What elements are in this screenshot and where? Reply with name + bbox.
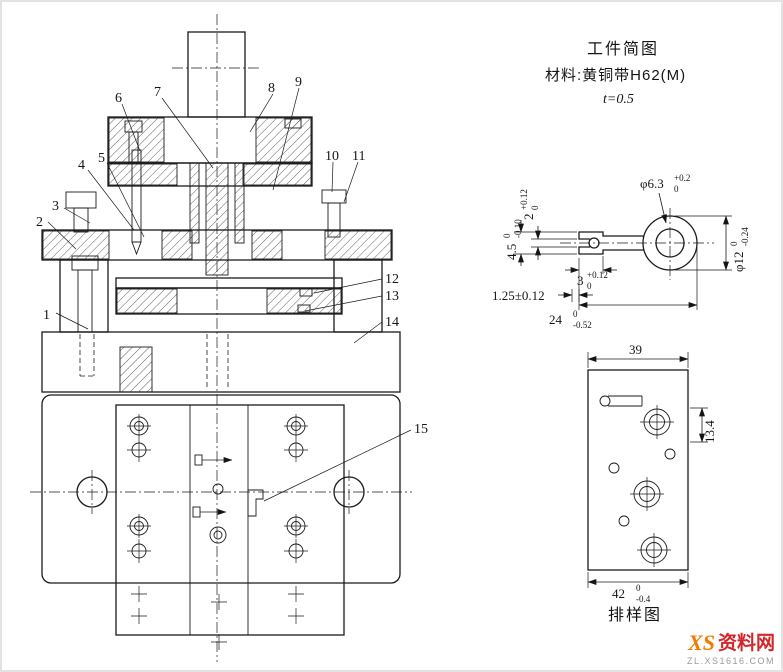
strip-channel-details [131,454,304,650]
svg-text:-0.24: -0.24 [740,227,750,246]
strip-outline [587,369,689,571]
workpiece-ring-outer [642,215,698,271]
part-number-label: 15 [414,422,428,437]
die-holder-plate [41,229,393,261]
part-number-label: 3 [52,199,59,214]
workpiece-drawing: φ6.3 +0.2 0 φ12 0 -0.24 4.5 0 -0.10 [492,173,750,330]
watermark-logo-icon: XS [688,630,715,655]
svg-text:42: 42 [612,586,625,601]
dim-125: 1.25±0.12 [492,288,593,303]
svg-text:0: 0 [530,205,540,210]
svg-text:φ6.3: φ6.3 [640,176,664,191]
part-number-label: 12 [385,272,399,287]
part-number-label: 1 [43,308,50,323]
watermark-site-name: 资料网 [717,632,775,654]
screw-12 [299,288,313,297]
header-block: 工件简图 材料:黄铜带H62(M) t=0.5 [545,40,686,107]
part-number-label: 11 [352,149,365,164]
part-number-label: 7 [154,85,161,100]
bolt-1-shank [77,269,93,333]
right-punch [234,162,245,244]
stripper-bolt-head [321,189,347,204]
workpiece-hole [655,228,685,258]
fastener-holes [127,414,308,563]
die-shank [187,31,246,118]
svg-text:-0.4: -0.4 [636,594,651,604]
svg-text:1.25±0.12: 1.25±0.12 [492,288,545,303]
material-spec: 材料:黄铜带H62(M) [545,67,686,84]
svg-text:+0.12: +0.12 [587,270,608,280]
strip-layout-drawing: 39 13.4 42 0 -0.4 排样图 [587,342,717,624]
svg-text:24: 24 [549,312,563,327]
part-number-label: 5 [98,151,105,166]
left-support-leg [59,259,109,333]
part-number-label: 14 [385,315,399,330]
svg-text:+0.12: +0.12 [519,189,529,210]
part-number-label: 6 [115,91,122,106]
stripper-plate [115,277,343,289]
part-number-label: 9 [295,75,302,90]
part-number-label: 13 [385,289,399,304]
lower-bolster [41,331,401,393]
svg-text:0: 0 [636,583,641,593]
workpiece-slot-end [588,237,600,249]
svg-text:0: 0 [674,184,679,194]
dim-dia12: φ12 0 -0.24 [675,215,750,272]
dim-dia63: φ6.3 +0.2 0 [640,173,690,224]
part-number-leaders: 1 2 3 4 5 6 7 8 9 10 11 12 13 14 15 [36,75,428,502]
dim-39: 39 [587,342,689,368]
assembly-plan-view [30,394,412,650]
watermark-url: ZL.XS1616.COM [686,656,775,666]
strip-layout-title: 排样图 [608,606,662,624]
svg-text:φ12: φ12 [731,251,746,272]
thickness-spec: t=0.5 [603,92,634,107]
svg-text:3: 3 [577,273,584,288]
dim-42: 42 0 -0.4 [587,572,689,604]
svg-text:0: 0 [729,241,739,246]
dim-45: 4.5 0 -0.10 [502,219,577,266]
dim-2: 2 +0.12 0 [519,189,577,260]
workpiece-title: 工件简图 [587,40,659,58]
svg-text:-0.10: -0.10 [513,219,523,238]
die-block [115,287,343,315]
svg-text:4.5: 4.5 [504,244,519,260]
part-number-label: 4 [78,158,85,173]
part-number-label: 10 [325,149,339,164]
dim-3: 3 +0.12 0 [565,256,617,291]
workpiece-arm [578,231,644,255]
part-number-label: 8 [268,81,275,96]
svg-text:+0.2: +0.2 [674,173,690,183]
dim-134: 13.4 [690,407,717,443]
screw-13 [297,304,311,313]
svg-text:2: 2 [521,214,536,221]
center-punch [205,162,229,276]
bolster-plan-outline [41,394,401,584]
svg-text:13.4: 13.4 [702,420,717,443]
left-punch [189,162,200,244]
svg-text:-0.52: -0.52 [573,320,592,330]
stop-pin [284,118,302,129]
finger-stop [247,489,264,517]
part-number-label: 2 [36,215,43,230]
watermark: XS 资料网 ZL.XS1616.COM [686,630,775,667]
svg-text:0: 0 [587,281,592,291]
assembly-section-view [41,14,401,662]
svg-text:0: 0 [573,309,578,319]
dim-24: 24 0 -0.52 [549,247,698,330]
svg-text:0: 0 [502,233,512,238]
die-block-plan [115,404,345,636]
svg-text:39: 39 [629,342,642,357]
